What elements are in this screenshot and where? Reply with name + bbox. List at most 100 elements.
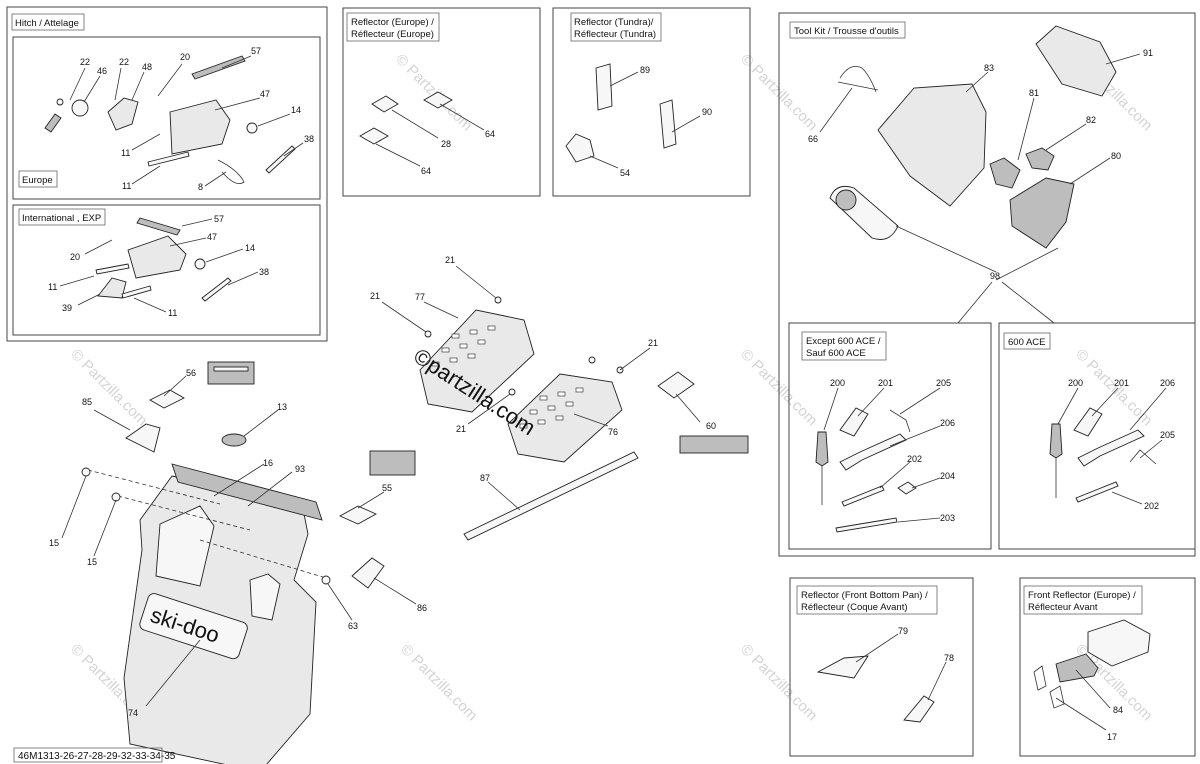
hitch-europe-leaders: [69, 55, 304, 187]
wrench-part: [841, 485, 885, 507]
tool-kit-panel: Tool Kit / Trousse d'outils 91 83 66 81 …: [778, 12, 1196, 557]
europe-subpanel-title: Europe: [22, 175, 53, 186]
emblem-part: [221, 433, 247, 447]
reflector-tundra-title-1: Reflector (Tundra)/: [574, 17, 654, 28]
callout: 47: [207, 232, 217, 242]
diagram-id-box: [13, 747, 163, 763]
bracket-part: [1033, 665, 1065, 709]
strap-part: [837, 65, 879, 93]
reflector-tundra-part: [659, 99, 677, 149]
intl-plate-part: [127, 235, 187, 279]
intl-strip-part: [136, 217, 181, 236]
intl-hitch-ring-part: [97, 277, 127, 299]
hex-key-part: [889, 409, 911, 433]
callout: 66: [808, 134, 818, 144]
screw-part: [508, 388, 516, 396]
hitch-panel-title: Hitch / Attelage: [15, 18, 79, 29]
callout: 89: [640, 65, 650, 75]
screwdriver-part: [815, 431, 829, 467]
main-assembly: ski-doo ©partzilla.com: [49, 255, 749, 764]
callout: 55: [382, 483, 392, 493]
watermark-1: © Partzilla.com: [392, 51, 475, 134]
callout: 21: [648, 338, 658, 348]
tool-bag-part: [877, 83, 987, 207]
callout: 56: [186, 368, 196, 378]
callout: 21: [456, 424, 466, 434]
assembly-line: [87, 469, 221, 505]
callout: 98: [990, 271, 1000, 281]
callout: 48: [142, 62, 152, 72]
logo-plate-part: [139, 593, 248, 660]
tool-bag-top-part: [1035, 25, 1117, 97]
screw-part: [111, 492, 121, 502]
callout: 200: [830, 378, 845, 388]
nut-part: [246, 122, 258, 134]
callout: 201: [1114, 378, 1129, 388]
callout: 202: [907, 454, 922, 464]
running-board-part: [419, 309, 535, 413]
intl-pin-part: [201, 277, 232, 302]
hitch-plate-part: [169, 99, 231, 155]
front-bottom-title-1: Reflector (Front Bottom Pan) /: [801, 590, 928, 601]
callout: 63: [348, 621, 358, 631]
socket-part: [839, 407, 869, 437]
hitch-bracket-part: [107, 97, 139, 131]
callout: 20: [70, 252, 80, 262]
except-600-title-1: Except 600 ACE /: [806, 336, 881, 347]
callout: 90: [702, 107, 712, 117]
callout: 14: [245, 243, 255, 253]
diagram-id: 46M1313-26-27-28-29-32-33-34-35: [18, 751, 176, 762]
callout: 47: [260, 89, 270, 99]
callout: 84: [1113, 705, 1123, 715]
reflector-part: [423, 91, 453, 109]
callout: 54: [620, 168, 630, 178]
warning-decal-part: [207, 361, 255, 385]
trim-strip-part: [463, 451, 639, 541]
callout: 14: [291, 105, 301, 115]
callout: 39: [62, 303, 72, 313]
callout: 85: [82, 397, 92, 407]
decal-part: [338, 505, 378, 525]
hitch-knob-part: [71, 99, 89, 117]
reflector-tundra-panel: Reflector (Tundra)/ Réflecteur (Tundra) …: [552, 7, 751, 197]
callout: 81: [1029, 88, 1039, 98]
callout: 64: [421, 166, 431, 176]
callout: 15: [49, 538, 59, 548]
spanner-part: [1077, 429, 1145, 467]
socket-part: [1073, 407, 1103, 437]
callout: 57: [251, 46, 261, 56]
callout: 74: [128, 708, 138, 718]
callout: 80: [1111, 151, 1121, 161]
callout: 83: [984, 63, 994, 73]
strap-tool-part: [835, 517, 898, 533]
except-600-title-2: Sauf 600 ACE: [806, 348, 866, 359]
screw-part: [424, 330, 432, 338]
screw-part: [81, 467, 91, 477]
reflector-front-bottom-panel: Reflector (Front Bottom Pan) / Réflecteu…: [789, 577, 974, 757]
reflector-part: [359, 127, 389, 145]
reflector-front-part: [816, 655, 869, 679]
washer-part: [56, 98, 64, 106]
bolt-part: [147, 151, 190, 167]
hitch-intl-callouts: 57 47 20 14 38 11 39 11: [48, 214, 269, 318]
tool-roll-end: [835, 189, 857, 211]
main-leaders: [61, 265, 701, 707]
callout: 204: [940, 471, 955, 481]
callout: 205: [936, 378, 951, 388]
watermark-4: © Partzilla.com: [67, 346, 150, 429]
tool-kit-title: Tool Kit / Trousse d'outils: [794, 26, 899, 37]
international-subpanel-title: International , EXP: [22, 213, 101, 224]
callout: 203: [940, 513, 955, 523]
reflector-europe-title-2: Réflecteur (Europe): [351, 29, 434, 40]
clip-part: [897, 481, 917, 495]
reflector-holder-part: [1055, 653, 1099, 683]
front-europe-title-1: Front Reflector (Europe) /: [1028, 590, 1136, 601]
ce-decal-part: [679, 435, 749, 454]
hitch-panel: Hitch / Attelage Europe: [6, 6, 328, 342]
hex-key-part: [1129, 449, 1157, 465]
tool-block-part: [1025, 147, 1055, 171]
decal-part: [149, 389, 185, 409]
callout: 38: [304, 134, 314, 144]
callout: 57: [214, 214, 224, 224]
